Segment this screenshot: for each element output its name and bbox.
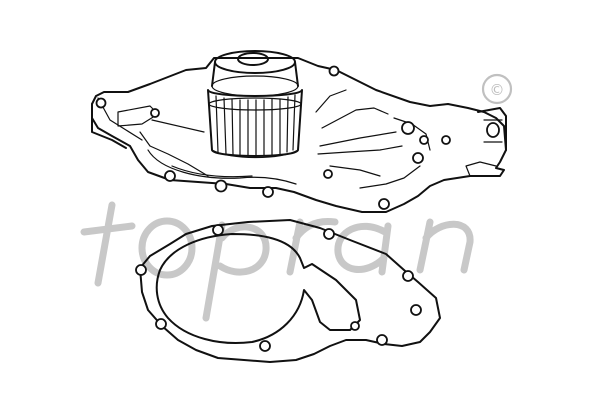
pump-gasket — [135, 219, 441, 363]
water-pump-housing — [91, 57, 507, 213]
bolt-hole — [95, 97, 107, 109]
gasket-bolt-hole — [259, 340, 271, 352]
bolt-hole — [419, 135, 429, 145]
gasket-bolt-hole — [155, 318, 167, 330]
bolt-hole — [441, 135, 451, 145]
gasket-bolt-hole — [410, 304, 422, 316]
drive-sprocket — [207, 50, 303, 159]
bolt-hole — [378, 198, 390, 210]
brand-watermark — [80, 201, 474, 322]
gasket-bolt-hole — [350, 321, 360, 331]
outlet-nipple — [486, 122, 500, 138]
bolt-hole — [150, 108, 160, 118]
bolt-hole — [412, 152, 424, 164]
gasket-bolt-hole — [135, 264, 147, 276]
bolt-hole — [328, 65, 340, 77]
copyright-symbol: © — [490, 81, 505, 99]
gasket-bolt-hole — [376, 334, 388, 346]
bolt-hole — [214, 179, 228, 193]
copyright-mark: © — [481, 73, 513, 105]
bolt-hole — [401, 121, 415, 135]
bolt-hole — [323, 169, 333, 179]
gasket-bolt-hole — [212, 224, 224, 236]
gasket-bolt-hole — [402, 270, 414, 282]
bolt-hole — [262, 186, 274, 198]
bolt-hole — [164, 170, 176, 182]
gasket-bolt-hole — [323, 228, 335, 240]
